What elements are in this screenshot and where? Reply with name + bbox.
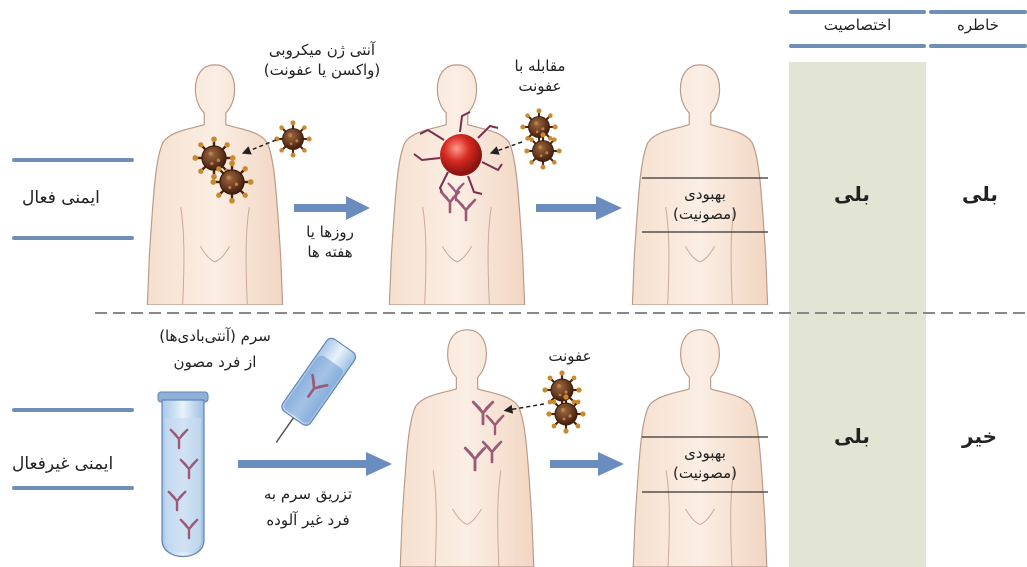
infection-label: عفونت bbox=[530, 346, 610, 366]
antigen-label-line1: آنتی ژن میکروبی bbox=[252, 40, 392, 60]
row-label-bar-top bbox=[12, 158, 134, 162]
inject-label: تزریق سرم به فرد غیر آلوده bbox=[248, 484, 368, 530]
active-memory-value: بلی bbox=[962, 182, 998, 206]
recovery-label-active: بهبودی (مصونیت) bbox=[642, 184, 768, 224]
arrow-icon bbox=[550, 452, 624, 476]
fight-label-line2: عفونت bbox=[500, 76, 580, 96]
row-label-bar-bottom bbox=[12, 236, 134, 240]
arrow-icon bbox=[536, 196, 622, 220]
fight-label-line1: مقابله با bbox=[500, 56, 580, 76]
row-label-bar-bottom bbox=[12, 486, 134, 490]
passive-specificity-value: بلی bbox=[834, 424, 870, 448]
serum-label-line1: سرم (آنتی‌بادی‌ها) bbox=[130, 326, 300, 346]
row-label-bar-top bbox=[12, 408, 134, 412]
time-label-line1: روزها یا bbox=[290, 222, 370, 242]
inject-label-line2: فرد غیر آلوده bbox=[248, 510, 368, 530]
active-specificity-value: بلی bbox=[834, 182, 870, 206]
arrow-icon bbox=[294, 196, 370, 220]
recovery-line1: بهبودی bbox=[642, 184, 768, 204]
time-label: روزها یا هفته ها bbox=[290, 222, 370, 262]
test-tube-icon bbox=[158, 392, 208, 557]
fight-infection-label: مقابله با عفونت bbox=[500, 56, 580, 96]
passive-memory-value: خیر bbox=[962, 424, 997, 448]
antigen-label: آنتی ژن میکروبی (واکسن یا عفونت) bbox=[252, 40, 392, 80]
time-label-line2: هفته ها bbox=[290, 242, 370, 262]
antigen-label-line2: (واکسن یا عفونت) bbox=[252, 60, 392, 80]
recovery-line2: (مصونیت) bbox=[642, 204, 768, 224]
recovery-line2: (مصونیت) bbox=[642, 463, 768, 483]
virus-icon bbox=[524, 132, 561, 169]
row-label-passive: ایمنی غیرفعال bbox=[12, 454, 113, 474]
inject-label-line1: تزریق سرم به bbox=[248, 484, 368, 504]
row-label-active: ایمنی فعال bbox=[22, 188, 100, 208]
serum-label-line2: از فرد مصون bbox=[130, 352, 300, 372]
virus-icon bbox=[520, 108, 557, 145]
recovery-line1: بهبودی bbox=[642, 443, 768, 463]
serum-label: سرم (آنتی‌بادی‌ها) از فرد مصون bbox=[130, 326, 300, 372]
body-2 bbox=[389, 65, 524, 305]
arrow-icon bbox=[238, 452, 392, 476]
virus-icon bbox=[274, 120, 311, 157]
recovery-label-passive: بهبودی (مصونیت) bbox=[642, 443, 768, 483]
body-1 bbox=[147, 65, 282, 305]
